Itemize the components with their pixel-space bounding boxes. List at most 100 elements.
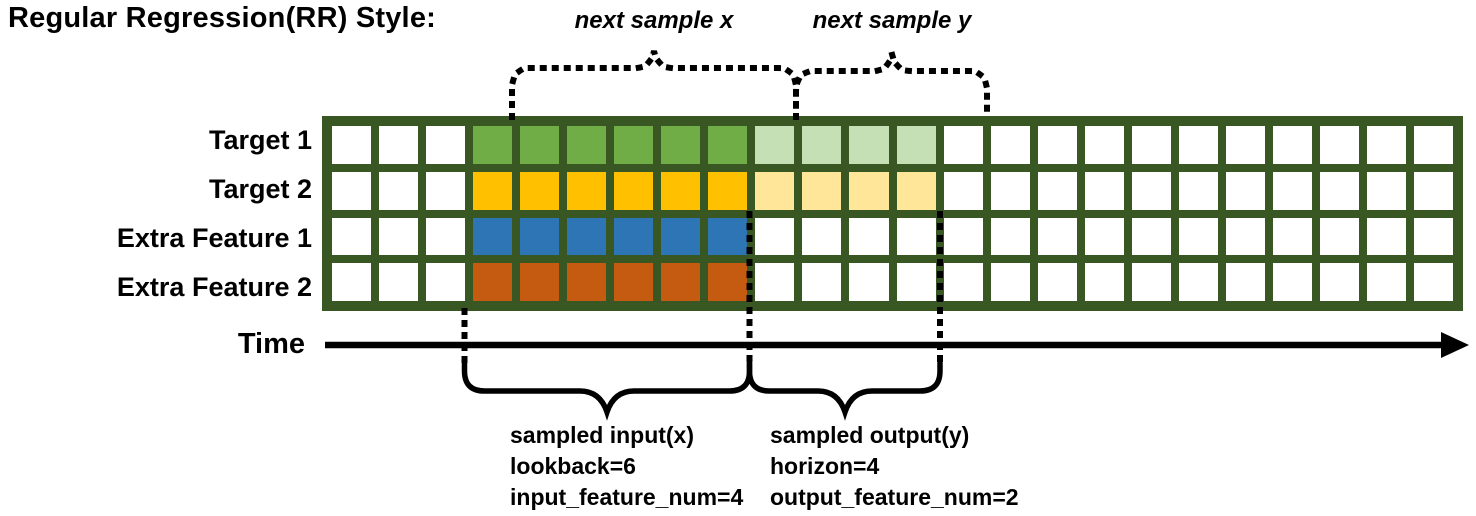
next-sample-x-brace-icon [509, 50, 799, 120]
grid-cell [1084, 171, 1124, 210]
grid-cell [1037, 263, 1077, 301]
grid-cell [661, 263, 701, 301]
output-feature-num-value: output_feature_num=2 [770, 484, 1019, 510]
grid-cell [802, 171, 842, 210]
grid-cell [1366, 126, 1406, 164]
grid-cell [1413, 263, 1453, 301]
grid-cell [520, 217, 560, 256]
grid-cell [1131, 171, 1171, 210]
grid-cell [379, 263, 419, 301]
grid-cell [426, 263, 466, 301]
grid-cell [943, 171, 983, 210]
horizon-value: horizon=4 [770, 453, 880, 479]
grid-cell [1037, 217, 1077, 256]
grid-cell [1178, 171, 1218, 210]
grid-cell [661, 217, 701, 256]
sampled-input-note: sampled input(x) lookback=6 input_featur… [510, 420, 743, 513]
grid-cell [520, 263, 560, 301]
grid-cell [1272, 171, 1312, 210]
grid-cell [1366, 217, 1406, 256]
row-label-target-2: Target 2 [208, 174, 312, 204]
grid-cell [1225, 171, 1265, 210]
grid-cell [332, 217, 372, 256]
grid-cell [1366, 171, 1406, 210]
grid-cell [426, 171, 466, 210]
row-label-extra-feature-2: Extra Feature 2 [116, 272, 312, 302]
grid-cell [1319, 126, 1359, 164]
next-sample-x-label: next sample x [574, 7, 734, 34]
sampled-input-brace-icon [461, 360, 753, 421]
grid-cell [567, 263, 607, 301]
time-series-grid [322, 116, 1463, 311]
grid-cell [1272, 217, 1312, 256]
grid-cell [849, 126, 889, 164]
diagram-title: Regular Regression(RR) Style: [8, 2, 436, 34]
grid-cell [614, 126, 654, 164]
grid-cell [1413, 126, 1453, 164]
grid-cell [1178, 263, 1218, 301]
lookback-value: lookback=6 [510, 453, 636, 479]
grid-cell [1178, 217, 1218, 256]
grid-cell [708, 263, 748, 301]
grid-cell [1037, 171, 1077, 210]
grid-cell [614, 263, 654, 301]
sampled-output-note: sampled output(y) horizon=4 output_featu… [770, 420, 1019, 513]
grid-cell [755, 126, 795, 164]
grid-cell [1131, 217, 1171, 256]
grid-cell [379, 217, 419, 256]
grid-cell [332, 171, 372, 210]
grid-cell [708, 126, 748, 164]
grid-cell [943, 217, 983, 256]
grid-cell [708, 171, 748, 210]
grid-cell [1366, 263, 1406, 301]
grid-cell [1037, 126, 1077, 164]
grid-cell [473, 171, 513, 210]
grid-cell [1225, 126, 1265, 164]
grid-cell [1084, 217, 1124, 256]
grid-cell [896, 217, 936, 256]
grid-cell [1319, 263, 1359, 301]
grid-cell [943, 263, 983, 301]
grid-cell [473, 126, 513, 164]
next-sample-y-label: next sample y [812, 7, 972, 34]
grid-cell [379, 171, 419, 210]
grid-cell [802, 126, 842, 164]
grid-cell [614, 217, 654, 256]
grid-cell [990, 263, 1030, 301]
input-feature-num-value: input_feature_num=4 [510, 484, 744, 510]
grid-cell [473, 263, 513, 301]
grid-cell [1225, 263, 1265, 301]
grid-cell [1272, 126, 1312, 164]
grid-cell [1413, 217, 1453, 256]
grid-cell [1084, 263, 1124, 301]
grid-cell [802, 217, 842, 256]
time-axis-label: Time [237, 328, 305, 360]
grid-cell [1225, 217, 1265, 256]
grid-cell [520, 126, 560, 164]
grid-cell [567, 171, 607, 210]
grid-cell [1131, 126, 1171, 164]
grid-cell [849, 217, 889, 256]
grid-cell [520, 171, 560, 210]
grid-cell [849, 171, 889, 210]
grid-cell [614, 171, 654, 210]
row-label-extra-feature-1: Extra Feature 1 [116, 223, 312, 253]
grid-cell [426, 217, 466, 256]
grid-cell [1178, 126, 1218, 164]
grid-cell [943, 126, 983, 164]
grid-cell [473, 217, 513, 256]
grid-cell [1131, 263, 1171, 301]
grid-cell [896, 126, 936, 164]
row-label-target-1: Target 1 [208, 125, 312, 155]
grid-cell [802, 263, 842, 301]
next-sample-y-brace-icon [793, 53, 990, 120]
grid-cell [990, 126, 1030, 164]
grid-cell [661, 126, 701, 164]
grid-cell [332, 126, 372, 164]
grid-cell [755, 171, 795, 210]
grid-cell [1319, 171, 1359, 210]
grid-cell [896, 171, 936, 210]
grid-cell [755, 263, 795, 301]
grid-cell [849, 263, 889, 301]
